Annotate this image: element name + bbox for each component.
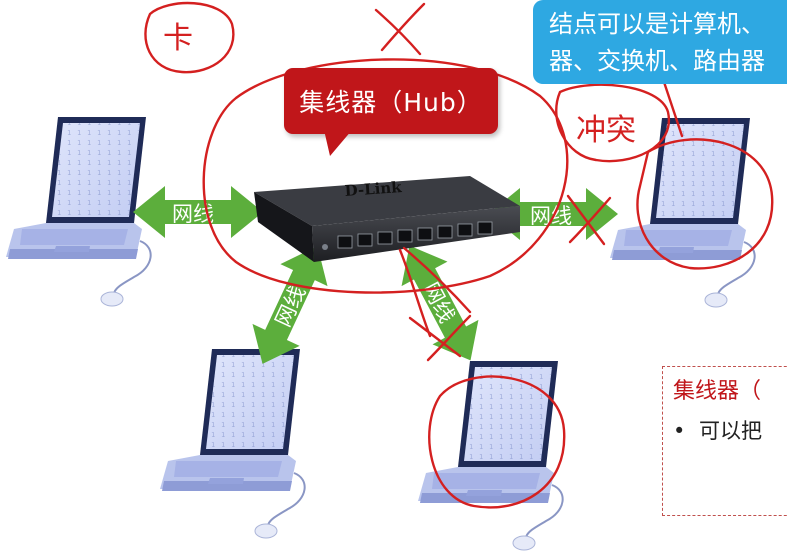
x-mark-top-b xyxy=(380,2,426,52)
info-line-2: 器、交换机、路由器 xyxy=(549,47,765,75)
laptop-left xyxy=(5,116,152,307)
note-bullet: • 可以把 xyxy=(673,415,787,445)
x-mark-collision-a xyxy=(662,80,684,138)
hub-callout: 集线器（Hub） xyxy=(284,68,498,134)
x-mark-bottom-a xyxy=(408,316,462,358)
cable-arrow-right: 网线 xyxy=(488,188,618,240)
circle-top-left xyxy=(144,1,235,74)
info-line-1: 结点可以是计算机、 xyxy=(549,10,765,38)
ink-line-a xyxy=(398,248,432,338)
ink-line-b xyxy=(402,246,472,314)
note-title: 集线器（ xyxy=(673,379,762,404)
ink-note-top-left: 卡 xyxy=(163,21,193,56)
info-box: 结点可以是计算机、 器、交换机、路由器 xyxy=(533,0,787,84)
circle-bottom-laptop xyxy=(428,375,566,509)
circle-around-hub xyxy=(202,58,569,294)
hub-device: D-Link xyxy=(254,176,520,262)
circle-right-laptop xyxy=(636,138,774,270)
note-box: 集线器（ • 可以把 xyxy=(662,366,787,516)
cable-label-right: 网线 xyxy=(530,204,572,228)
hub-label: 集线器（Hub） xyxy=(299,88,483,117)
laptop-bottom-left xyxy=(159,348,306,539)
switch-brand: D-Link xyxy=(344,178,403,200)
ink-annotations xyxy=(144,1,774,509)
x-mark-right-a xyxy=(566,194,606,246)
x-mark-right-b xyxy=(568,196,612,244)
bullet-dot: • xyxy=(673,419,686,443)
cable-arrow-left: 网线 xyxy=(133,186,263,238)
x-mark-top-a xyxy=(374,8,422,56)
x-mark-bottom-b xyxy=(426,314,472,362)
note-bullet-text: 可以把 xyxy=(699,419,762,443)
ink-note-collision: 冲突 xyxy=(576,113,636,148)
hub-callout-pointer xyxy=(324,130,352,156)
